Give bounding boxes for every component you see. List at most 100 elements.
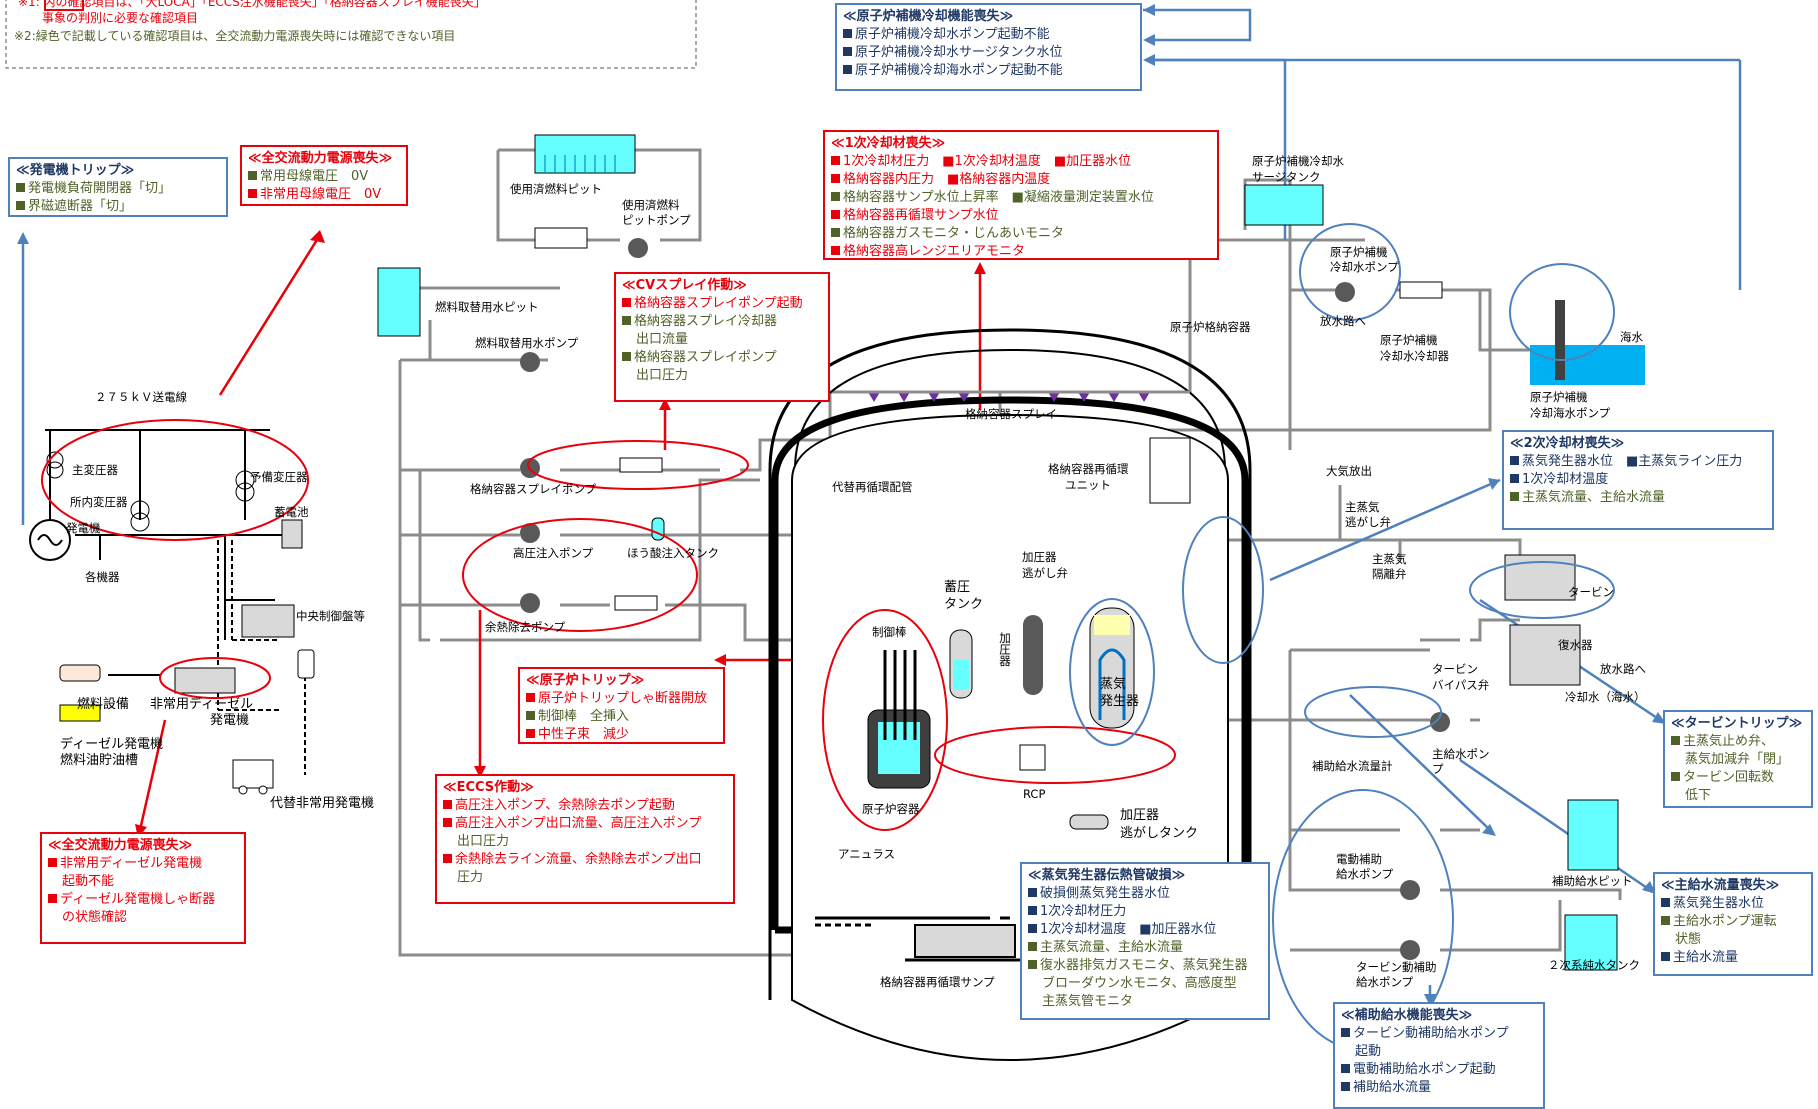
bullet-square-icon bbox=[843, 65, 852, 74]
box-item-text: 低下 bbox=[1685, 788, 1711, 803]
label-m-afw1: 電動補助 bbox=[1336, 852, 1382, 866]
bullet-square-icon bbox=[1671, 736, 1680, 745]
label-sea: 海水 bbox=[1620, 330, 1643, 344]
box-title: ≪2次冷却材喪失≫ bbox=[1510, 435, 1766, 453]
rwsp-tank bbox=[378, 268, 420, 336]
label-pzr-relief2: 逃がし弁 bbox=[1022, 566, 1068, 580]
label-cs-pump: 格納容器スプレイポンプ bbox=[470, 482, 596, 496]
label-discharge: 放水路へ bbox=[1320, 314, 1366, 328]
label-ms-iso1: 主蒸気 bbox=[1372, 552, 1407, 566]
label-pzr: 加圧器 bbox=[998, 632, 1012, 667]
box-item-text: 格納容器再循環サンプ水位 bbox=[843, 208, 999, 223]
box-item-text: 状態 bbox=[1675, 932, 1701, 947]
box-item: 格納容器スプレイポンプ bbox=[622, 349, 822, 367]
bullet-square-icon bbox=[526, 693, 535, 702]
box-item: 界磁遮断器「切」 bbox=[16, 198, 220, 216]
box-item: 破損側蒸気発生器水位 bbox=[1028, 885, 1262, 903]
box-item-text: 原子炉補機冷却水サージタンク水位 bbox=[855, 45, 1062, 60]
box-item-text: 1次冷却材圧力 bbox=[1040, 904, 1126, 919]
rhr-pump bbox=[520, 593, 540, 613]
box-item-text: 原子炉補機冷却水ポンプ起動不能 bbox=[855, 27, 1050, 42]
ccw-loss-box: ≪原子炉補機冷却機能喪失≫原子炉補機冷却水ポンプ起動不能原子炉補機冷却水サージタ… bbox=[835, 3, 1142, 91]
label-annulus: アニュラス bbox=[838, 847, 895, 861]
bullet-square-icon bbox=[1341, 1028, 1350, 1037]
box-item-text: 復水器排気ガスモニタ、蒸気発生器 bbox=[1040, 958, 1248, 973]
bullet-square-icon bbox=[1028, 924, 1037, 933]
label-battery: 蓄電池 bbox=[274, 505, 309, 519]
box-item: 主蒸気流量、主給水流量 bbox=[1028, 939, 1262, 957]
label-ms-relief1: 主蒸気 bbox=[1345, 500, 1380, 514]
box-item: 1次冷却材温度 bbox=[1510, 471, 1766, 489]
bullet-square-icon bbox=[831, 228, 840, 237]
label-ccw-surge1: 原子炉補機冷却水 bbox=[1252, 154, 1344, 168]
box-item: タービン回転数 bbox=[1671, 769, 1805, 787]
box-item-text: 格納容器ガスモニタ・じんあいモニタ bbox=[843, 226, 1064, 241]
bullet-square-icon bbox=[1341, 1064, 1350, 1073]
afw-pit bbox=[1568, 800, 1618, 870]
label-alt-recirc: 代替再循環配管 bbox=[832, 480, 913, 494]
box-item-text: 高圧注入ポンプ、余熱除去ポンプ起動 bbox=[455, 798, 675, 813]
box-item-text: 出口流量 bbox=[636, 332, 688, 347]
label-turbine-bypass2: バイパス弁 bbox=[1432, 678, 1489, 692]
label-rcp: RCP bbox=[1023, 787, 1045, 801]
label-cv-recirc-unit2: ユニット bbox=[1065, 478, 1111, 492]
bullet-square-icon bbox=[526, 711, 535, 720]
bullet-square-icon bbox=[1510, 456, 1519, 465]
bullet-square-icon bbox=[1028, 888, 1037, 897]
label-cv: 原子炉格納容器 bbox=[1170, 320, 1251, 334]
box-item: タービン動補助給水ポンプ bbox=[1341, 1025, 1537, 1043]
box-item-text: 制御棒 全挿入 bbox=[538, 709, 629, 724]
bullet-square-icon bbox=[1341, 1082, 1350, 1091]
alt-gen-truck bbox=[233, 760, 273, 788]
bullet-square-icon bbox=[16, 201, 25, 210]
bullet-square-icon bbox=[1671, 772, 1680, 781]
box-item: 蒸気加減弁「閉」 bbox=[1671, 751, 1805, 769]
box-item: の状態確認 bbox=[48, 909, 238, 927]
loca-box: ≪1次冷却材喪失≫1次冷却材圧力 ■1次冷却材温度 ■加圧器水位格納容器内圧力 … bbox=[823, 130, 1219, 260]
box-item: 1次冷却材圧力 ■1次冷却材温度 ■加圧器水位 bbox=[831, 153, 1211, 171]
box-item: 蒸気発生器水位 ■主蒸気ライン圧力 bbox=[1510, 453, 1766, 471]
label-rwsp-pump: 燃料取替用水ポンプ bbox=[475, 336, 578, 350]
control-panel-symbol bbox=[242, 605, 294, 637]
ccw-pump bbox=[1335, 282, 1355, 302]
bullet-square-icon bbox=[443, 818, 452, 827]
bullet-square-icon bbox=[1028, 906, 1037, 915]
label-alt-gen: 代替非常用発電機 bbox=[270, 796, 374, 812]
label-control-rod: 制御棒 bbox=[872, 625, 907, 639]
box-item: 高圧注入ポンプ出口流量、高圧注入ポンプ bbox=[443, 815, 727, 833]
bullet-square-icon bbox=[831, 210, 840, 219]
box-item-text: の状態確認 bbox=[62, 910, 127, 925]
label-pzr-relief1: 加圧器 bbox=[1022, 550, 1057, 564]
box-item-text: 原子炉補機冷却海水ポンプ起動不能 bbox=[855, 63, 1063, 78]
label-accumulator2: タンク bbox=[944, 597, 983, 613]
box-item-text: 主蒸気流量、主給水流量 bbox=[1040, 940, 1183, 955]
box-item: 格納容器内圧力 ■格納容器内温度 bbox=[831, 171, 1211, 189]
box-item: 起動 bbox=[1341, 1043, 1537, 1061]
label-ccw-hx2: 冷却水冷却器 bbox=[1380, 349, 1449, 363]
box-item-text: 主給水流量 bbox=[1673, 950, 1738, 965]
label-ccsw-pump2: 冷却海水ポンプ bbox=[1530, 406, 1610, 420]
box-item-text: 電動補助給水ポンプ起動 bbox=[1353, 1062, 1496, 1077]
cv-recirc-unit bbox=[1150, 438, 1190, 503]
label-275kv: ２７５ｋＶ送電線 bbox=[95, 390, 187, 404]
box-item: 出口圧力 bbox=[622, 367, 822, 385]
turbine-afw-pump bbox=[1400, 940, 1420, 960]
label-atm-release: 大気放出 bbox=[1326, 464, 1372, 478]
cv-spray-box: ≪CVスプレイ作動≫格納容器スプレイポンプ起動格納容器スプレイ冷却器出口流量格納… bbox=[614, 272, 830, 402]
box-item: 高圧注入ポンプ、余熱除去ポンプ起動 bbox=[443, 797, 727, 815]
box-item: 発電機負荷開閉器「切」 bbox=[16, 180, 220, 198]
sfp-hx bbox=[535, 228, 587, 248]
box-item-text: 主蒸気止め弁、 bbox=[1683, 734, 1774, 749]
box-item: 中性子束 減少 bbox=[526, 726, 717, 744]
rhr-hx bbox=[615, 596, 657, 610]
bullet-square-icon bbox=[1510, 492, 1519, 501]
label-aux-tr: 所内変圧器 bbox=[70, 495, 128, 509]
box-item-text: 格納容器スプレイポンプ bbox=[634, 350, 777, 365]
bullet-square-icon bbox=[248, 171, 257, 180]
bullet-square-icon bbox=[831, 174, 840, 183]
label-dg-tank1: ディーゼル発電機 bbox=[60, 737, 163, 753]
label-accumulator1: 蓄圧 bbox=[944, 580, 970, 596]
bullet-square-icon bbox=[831, 192, 840, 201]
box-item-text: 格納容器高レンジエリアモニタ bbox=[843, 244, 1025, 259]
bullet-square-icon bbox=[622, 298, 631, 307]
